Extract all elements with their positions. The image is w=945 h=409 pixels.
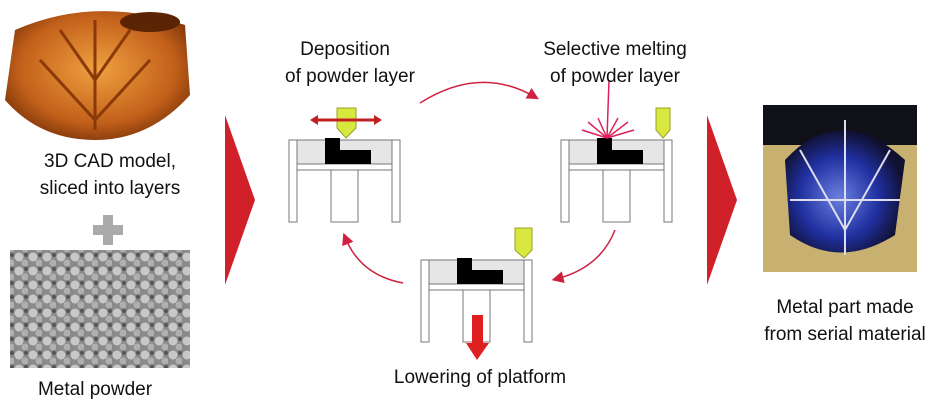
deposition-label-line1: Deposition [300,39,390,60]
cad-model-label: 3D CAD model, sliced into layers [10,148,210,202]
nozzle-icon [336,107,357,139]
deposition-label: Deposition of powder layer [285,36,415,90]
recoater-double-arrow-icon [310,115,382,125]
left-flow-arrow [225,115,255,285]
plus-icon [93,215,123,245]
melting-label: Selective melting of powder layer [530,36,700,90]
part-label-line1: Metal part made [776,297,914,318]
metal-part-label: Metal part made from serial material [745,294,945,348]
metal-part-image [763,105,917,272]
deposition-label-line2: of powder layer [285,66,415,87]
right-flow-arrow [707,115,737,285]
melting-label-line1: Selective melting [543,39,687,60]
platform-down-arrow-icon [466,315,489,360]
nozzle-icon [655,107,671,139]
lowering-label: Lowering of platform [393,367,567,388]
machine-melting [560,137,673,223]
cad-label-line2: sliced into layers [39,178,181,199]
part-label-line2: from serial material [764,324,926,345]
cycle-arrow-3 [342,232,404,284]
melting-label-line2: of powder layer [550,66,680,87]
nozzle-icon [514,227,533,259]
cad-model-image [5,11,190,141]
cycle-arrow-2 [551,229,616,283]
cycle-arrow-1 [419,81,539,104]
metal-powder-label: Metal powder [37,379,153,400]
metal-powder-image [10,250,190,368]
cad-label-line1: 3D CAD model, [44,151,176,172]
laser-beam-icon [581,79,635,139]
machine-deposition [288,138,401,223]
